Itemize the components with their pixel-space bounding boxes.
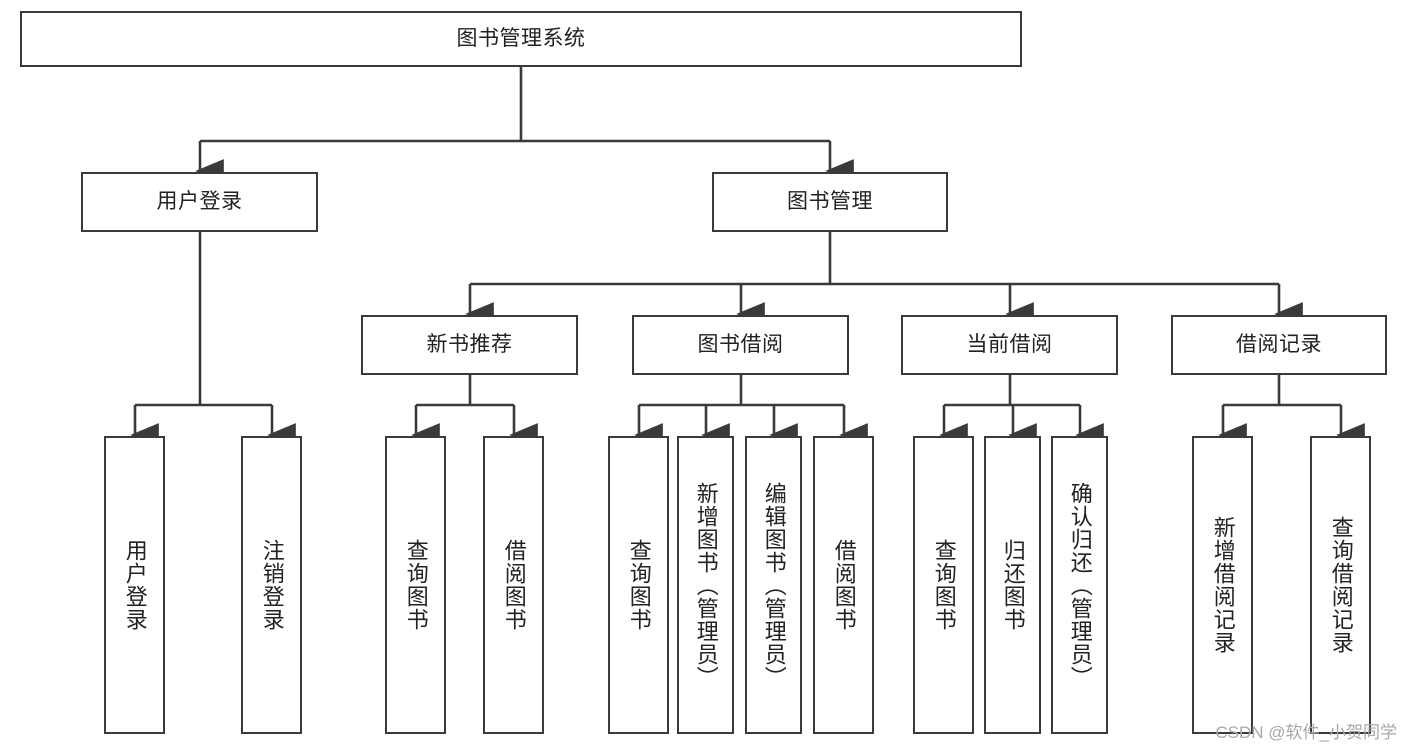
node-l2b[interactable]: 图书管理 [712,172,948,232]
node-label: 归还图书 [1000,539,1026,631]
node-l2a[interactable]: 用户登录 [81,172,318,232]
node-f13[interactable]: 查询借阅记录 [1310,436,1371,734]
node-label: 当前借阅 [966,332,1053,356]
node-label: 查询图书 [403,539,429,631]
node-f8[interactable]: 借阅图书 [813,436,874,734]
node-label: 编辑图书（管理员） [761,481,787,689]
node-l3b[interactable]: 图书借阅 [632,315,849,375]
node-f3[interactable]: 查询图书 [385,436,446,734]
node-l3a[interactable]: 新书推荐 [361,315,578,375]
node-f12[interactable]: 新增借阅记录 [1192,436,1253,734]
node-label: 用户登录 [156,189,243,213]
node-label: 借阅图书 [831,539,857,631]
node-label: 新增图书（管理员） [693,481,719,689]
node-f2[interactable]: 注销登录 [241,436,302,734]
node-label: 查询图书 [626,539,652,631]
node-label: 查询图书 [931,539,957,631]
node-f9[interactable]: 查询图书 [913,436,974,734]
node-label: 新书推荐 [426,332,513,356]
node-l3d[interactable]: 借阅记录 [1171,315,1387,375]
node-label: 图书管理系统 [456,26,586,50]
node-f5[interactable]: 查询图书 [608,436,669,734]
node-label: 图书管理 [787,189,873,213]
node-label: 查询借阅记录 [1328,516,1354,654]
node-root[interactable]: 图书管理系统 [20,11,1022,67]
node-label: 确认归还（管理员） [1067,481,1093,689]
node-f10[interactable]: 归还图书 [984,436,1041,734]
node-f6[interactable]: 新增图书（管理员） [677,436,734,734]
node-f11[interactable]: 确认归还（管理员） [1051,436,1108,734]
node-label: 用户登录 [122,539,148,631]
node-l3c[interactable]: 当前借阅 [901,315,1118,375]
node-label: 图书借阅 [697,332,784,356]
node-label: 借阅记录 [1236,332,1322,356]
node-f4[interactable]: 借阅图书 [483,436,544,734]
node-label: 新增借阅记录 [1210,516,1236,654]
node-label: 借阅图书 [501,539,527,631]
node-label: 注销登录 [259,539,285,631]
node-f1[interactable]: 用户登录 [104,436,165,734]
node-f7[interactable]: 编辑图书（管理员） [745,436,802,734]
